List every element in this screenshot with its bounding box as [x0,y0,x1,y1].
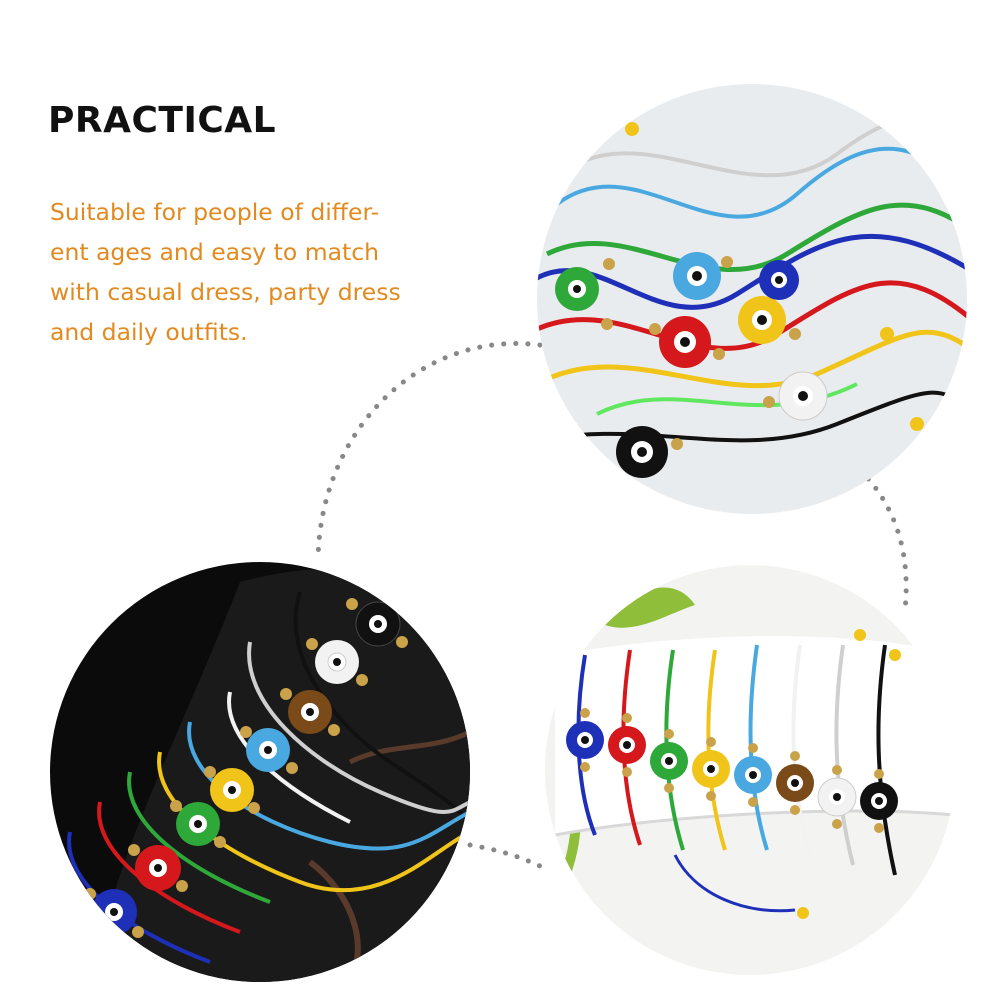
heading: PRACTICAL [48,100,277,141]
dotted-arc-left [315,341,543,563]
description-line-1: Suitable for people of differ- [50,198,380,226]
bracelets-on-white-tube-photo [545,565,955,975]
dotted-line-bottom [467,842,551,873]
description-line-2: ent ages and easy to match [50,238,380,266]
pile-of-bracelets-photo [537,84,967,514]
bracelets-on-black-stand-photo [50,562,470,982]
dotted-arc-right [857,467,909,613]
description-line-3: with casual dress, party dress [50,278,401,306]
description-line-4: and daily outfits. [50,318,248,346]
product-description: Suitable for people of differ- ent ages … [50,192,450,352]
